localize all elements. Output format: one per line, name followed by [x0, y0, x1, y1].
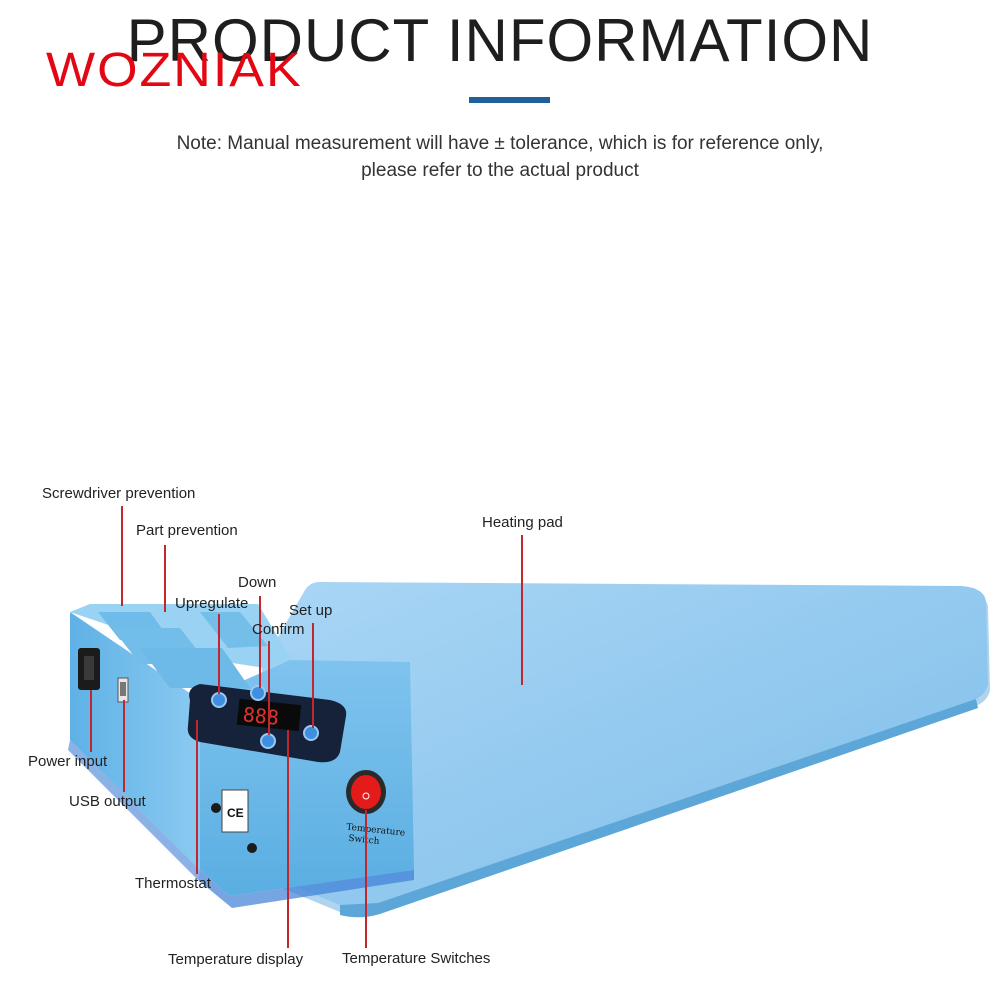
callout-thermostat: Thermostat [135, 875, 211, 892]
note-line-1: Note: Manual measurement will have ± tol… [176, 133, 824, 154]
control-unit: 888 CE Temperature Switch [68, 604, 414, 908]
callout-upregulate: Upregulate [175, 595, 249, 612]
switch-label-line2: Switch [348, 834, 380, 847]
callout-down: Down [238, 574, 277, 591]
callout-usb-output: USB output [69, 793, 146, 810]
callout-part-prevention: Part prevention [136, 522, 238, 539]
callout-heating-pad: Heating pad [482, 514, 563, 531]
up-button-icon[interactable] [211, 692, 227, 708]
callout-screwdriver-prevention: Screwdriver prevention [42, 485, 196, 502]
confirm-button-icon[interactable] [260, 733, 276, 749]
svg-text:888: 888 [242, 702, 280, 730]
brand-logo-text: WOZNIAK [46, 43, 303, 98]
callout-temperature-display: Temperature display [168, 951, 304, 968]
note-line-2: please refer to the actual product [361, 160, 639, 181]
callout-power-input: Power input [28, 753, 108, 770]
setup-button-icon[interactable] [303, 725, 319, 741]
down-button-icon[interactable] [250, 685, 266, 701]
tolerance-note: Note: Manual measurement will have ± tol… [0, 130, 1000, 184]
title-underline [469, 97, 550, 103]
heating-pad [262, 582, 990, 918]
page-title: PRODUCT INFORMATION [126, 7, 874, 74]
screw-icon [211, 803, 221, 813]
callout-confirm: Confirm [252, 621, 305, 638]
callout-set-up: Set up [289, 602, 333, 619]
ce-mark-text: CE [227, 806, 244, 820]
ce-label [221, 789, 249, 833]
part-tray-3 [200, 612, 268, 648]
part-tray-2 [140, 648, 250, 688]
callout-temperature-switches: Temperature Switches [342, 950, 491, 967]
screw-icon [247, 843, 257, 853]
callout-lines [90, 506, 523, 948]
